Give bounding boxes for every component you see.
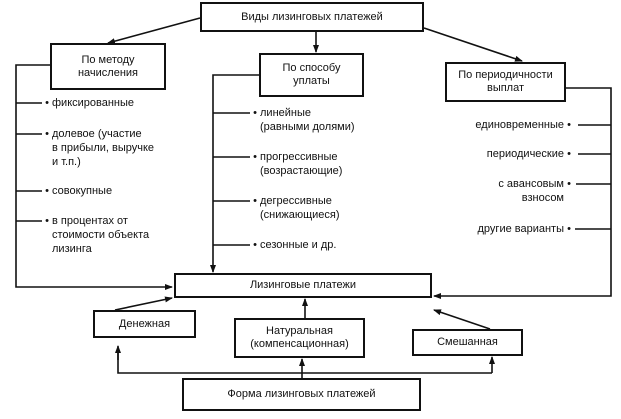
category-label: По методу	[81, 53, 135, 66]
list-item: единовременные•	[475, 118, 574, 132]
bullet-icon: •	[567, 223, 571, 235]
center-text: Лизинговые платежи	[249, 279, 357, 291]
category-label: уплаты	[293, 75, 330, 87]
list-item: периодические•	[487, 147, 574, 161]
bullet-icon: •	[567, 148, 571, 160]
arrow-mixed-to-center	[433, 309, 491, 330]
category-box-payment-way: По способу уплаты	[259, 53, 364, 97]
arrow-to-method	[107, 17, 201, 45]
center-box: Лизинговые платежи	[174, 273, 432, 298]
form-box-money: Денежная	[93, 310, 196, 338]
bullet-icon: •	[253, 239, 257, 251]
list-item: •фиксированные	[42, 96, 134, 110]
category-box-periodicity: По периодичности выплат	[445, 62, 566, 102]
bullet-icon: •	[45, 215, 49, 227]
category-box-method: По методу начисления	[50, 43, 166, 90]
list-item: •линейные (равными долями)	[250, 106, 354, 134]
bullet-icon: •	[45, 128, 49, 140]
title-box: Виды лизинговых платежей	[200, 2, 424, 32]
right-bracket	[433, 87, 612, 299]
arrow-to-periodicity	[423, 27, 523, 62]
category-label: начисления	[77, 66, 139, 79]
form-box-mixed: Смешанная	[412, 329, 523, 356]
title-text: Виды лизинговых платежей	[241, 10, 383, 23]
bullet-icon: •	[253, 195, 257, 207]
bullet-icon: •	[45, 97, 49, 109]
form-box-natural: Натуральная (компенсационная)	[234, 318, 365, 358]
category-label: По способу	[282, 62, 341, 74]
list-item: •дегрессивные (снижающиеся)	[250, 194, 339, 222]
bullet-icon: •	[45, 185, 49, 197]
bullet-icon: •	[253, 151, 257, 163]
bullet-icon: •	[567, 119, 571, 131]
category-label: По периодичности	[458, 69, 553, 81]
middle-bracket	[210, 74, 259, 273]
list-item: •совокупные	[42, 184, 112, 198]
forms-title-text: Форма лизинговых платежей	[227, 388, 376, 400]
bullet-icon: •	[253, 107, 257, 119]
list-item: другие варианты•	[478, 222, 574, 236]
list-item: •сезонные и др.	[250, 238, 336, 252]
left-bracket	[15, 64, 173, 290]
forms-title-box: Форма лизинговых платежей	[182, 378, 421, 411]
category-label: выплат	[486, 82, 525, 94]
bullet-icon: •	[567, 178, 571, 190]
arrow-money-to-center	[114, 296, 173, 311]
list-item: •долевое (участие в прибыли, выручке и т…	[42, 127, 154, 169]
list-item: с авансовым• взносом	[498, 177, 574, 205]
list-item: •в процентах от стоимости объекта лизинг…	[42, 214, 149, 256]
list-item: •прогрессивные (возрастающие)	[250, 150, 342, 178]
